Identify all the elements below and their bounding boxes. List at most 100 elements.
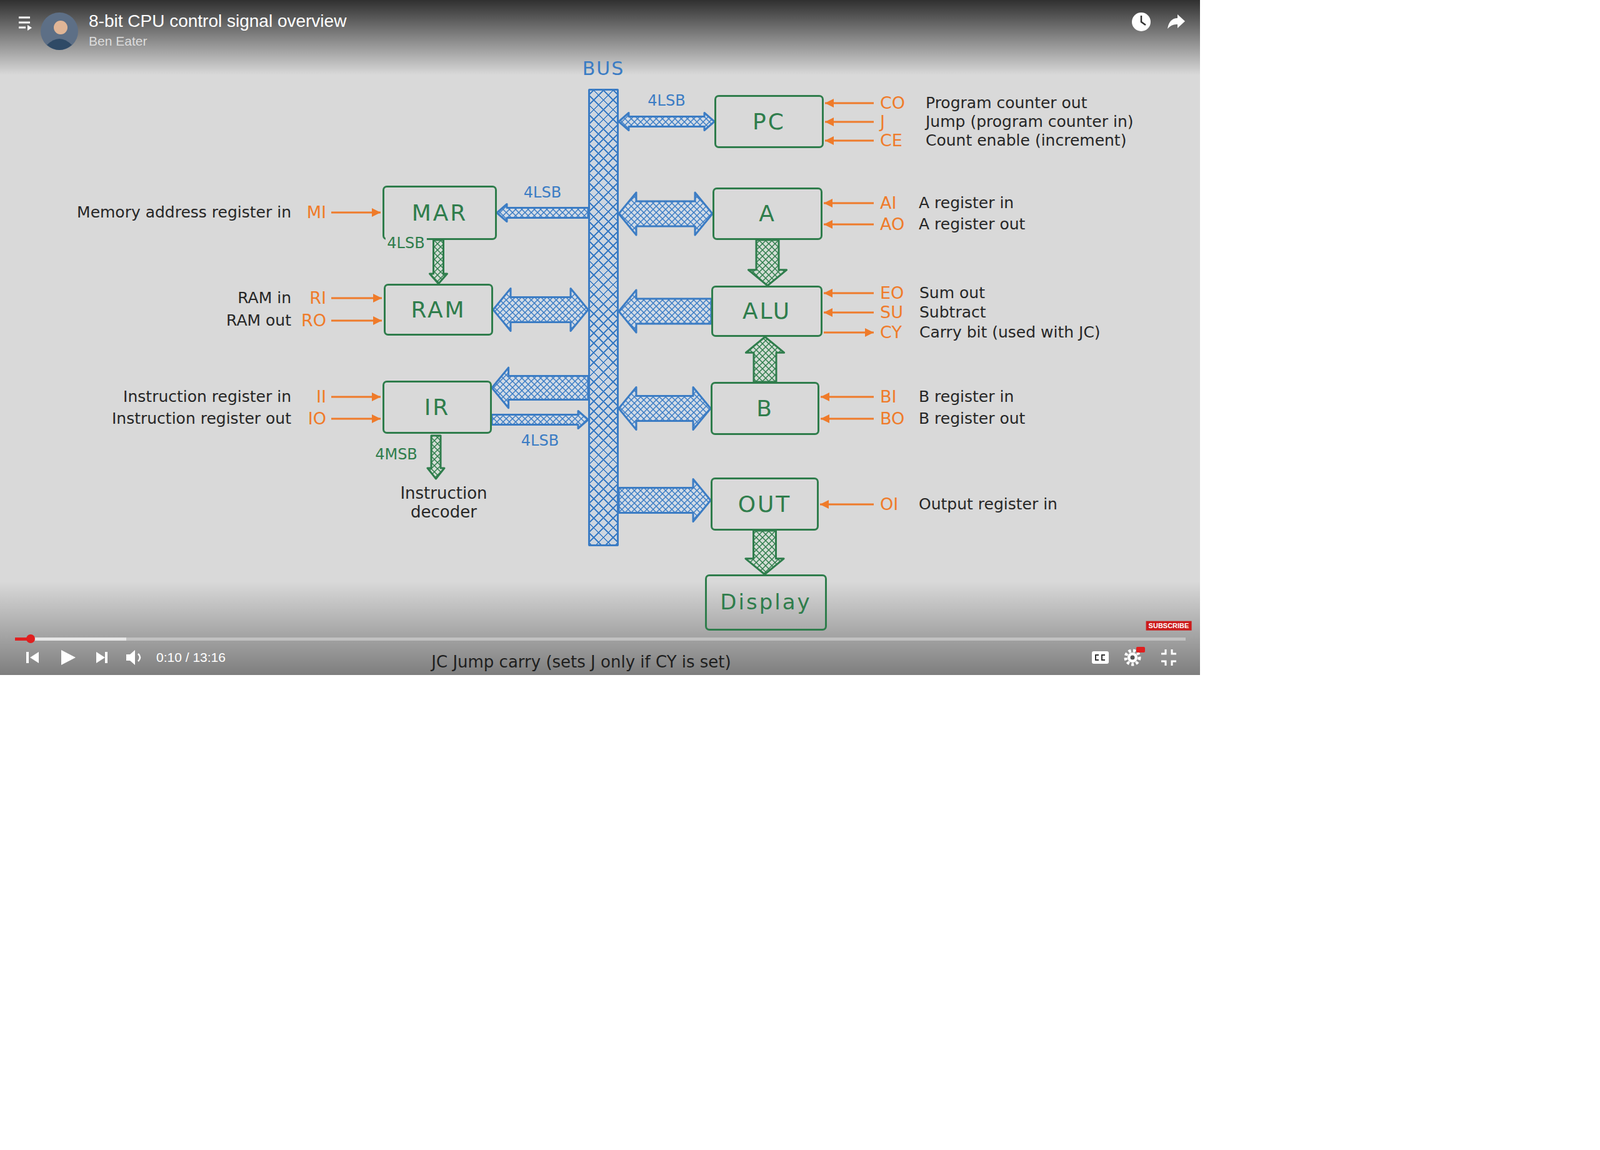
node-label: PC [752, 109, 786, 135]
signal-name: BO [880, 408, 905, 429]
signal-name: RO [301, 310, 327, 330]
data-path-arrow [430, 240, 448, 284]
register-box: MAR [382, 185, 497, 240]
clock-face [1131, 12, 1151, 32]
player-controls [26, 646, 1177, 666]
cc-icon [1091, 651, 1109, 664]
prev-icon [26, 651, 29, 664]
progress-bar [15, 634, 1186, 644]
alu-box: ALU [711, 285, 823, 337]
icon-triangle [27, 25, 32, 31]
signal-name: CY [880, 322, 902, 342]
node-label: IR [424, 395, 451, 420]
signal-arrow [331, 418, 381, 420]
signal-description: Output register in [918, 495, 1058, 514]
node-label: BUS [582, 58, 625, 79]
bus: BUS [588, 88, 619, 547]
playlist-icon [18, 17, 32, 31]
signal-arrow [331, 320, 382, 322]
progress-track [15, 637, 1186, 641]
signal-description: Memory address register in [76, 203, 292, 222]
node-label: ALU [742, 298, 792, 324]
signal-arrow [825, 102, 874, 105]
settings-icon [1127, 652, 1138, 663]
control-signal-arrows [331, 103, 874, 505]
bit-width-label: 4LSB [645, 91, 687, 109]
bit-width-label: 4LSB [519, 431, 561, 449]
node-label: OUT [738, 491, 792, 517]
signal-description: RAM out [226, 311, 292, 330]
avatar-body [46, 38, 72, 50]
icon-line [18, 21, 30, 24]
signal-name: AI [880, 193, 897, 213]
channel-avatar [40, 12, 79, 50]
hd-badge [1136, 646, 1145, 653]
signal-arrow [820, 418, 874, 420]
signal-name: CO [880, 93, 905, 113]
register-box: B [710, 381, 820, 435]
register-box: IR [382, 380, 492, 434]
watermark: SUBSCRIBE [1146, 621, 1192, 631]
volume-wave [138, 653, 140, 662]
signal-description: B register in [918, 388, 1014, 407]
signal-description: Instruction register out [111, 410, 292, 429]
bus-arrow [491, 411, 589, 429]
play-icon [61, 650, 76, 665]
signal-description: Instruction register in [123, 388, 292, 407]
signal-description: Carry bit (used with JC) [919, 323, 1101, 342]
signal-name: II [316, 386, 327, 407]
signal-arrow [823, 331, 874, 334]
memory-box: RAM [383, 283, 494, 336]
volume-icon [126, 650, 135, 665]
data-path-arrow [745, 530, 784, 575]
signal-name: AO [880, 214, 905, 234]
signal-name: SU [880, 302, 904, 322]
icon-line [18, 16, 30, 19]
bus-arrow [618, 113, 715, 131]
node-label: MAR [411, 200, 469, 226]
signal-description: Jump (program counter in) [925, 113, 1134, 132]
signal-arrow [825, 121, 874, 124]
node-label: B [756, 396, 774, 422]
whiteboard [0, 0, 1200, 675]
bit-width-label: 4LSB [385, 235, 427, 252]
signal-description: A register out [918, 215, 1025, 234]
signal-note: JC Jump carry (sets J only if CY is set) [431, 653, 731, 672]
avatar-disc [40, 12, 79, 50]
signal-name: IO [308, 408, 327, 429]
node-label: Display [720, 590, 812, 614]
signal-description: RAM in [237, 289, 292, 308]
node-label: RAM [410, 297, 466, 323]
fullscreen-icon [1161, 649, 1177, 666]
video-title: 8-bit CPU control signal overview [88, 11, 347, 32]
next-icon [96, 651, 105, 664]
signal-arrow [331, 297, 382, 300]
signal-description: A register in [918, 194, 1014, 213]
display-box: Display [705, 574, 827, 631]
signal-name: J [880, 111, 885, 132]
signal-description: Sum out [919, 284, 985, 303]
settings-hole [1130, 655, 1135, 660]
signal-arrow [823, 223, 874, 226]
signal-arrow [823, 292, 874, 295]
signal-arrow [823, 202, 874, 205]
signal-description: Count enable (increment) [925, 131, 1127, 150]
next-icon [105, 651, 108, 664]
signal-description: Subtract [919, 303, 987, 322]
signal-arrow [331, 396, 381, 399]
top-shade [0, 0, 1200, 75]
signal-name: EO [880, 283, 904, 303]
bus-arrow [491, 367, 589, 409]
data-path-arrow [748, 240, 787, 286]
clock-hands [1141, 15, 1146, 25]
bit-width-label: 4LSB [521, 183, 564, 200]
signal-arrow [331, 211, 381, 214]
signal-name: BI [880, 386, 897, 407]
signal-name: RI [309, 288, 327, 308]
data-path-arrow [745, 336, 784, 382]
